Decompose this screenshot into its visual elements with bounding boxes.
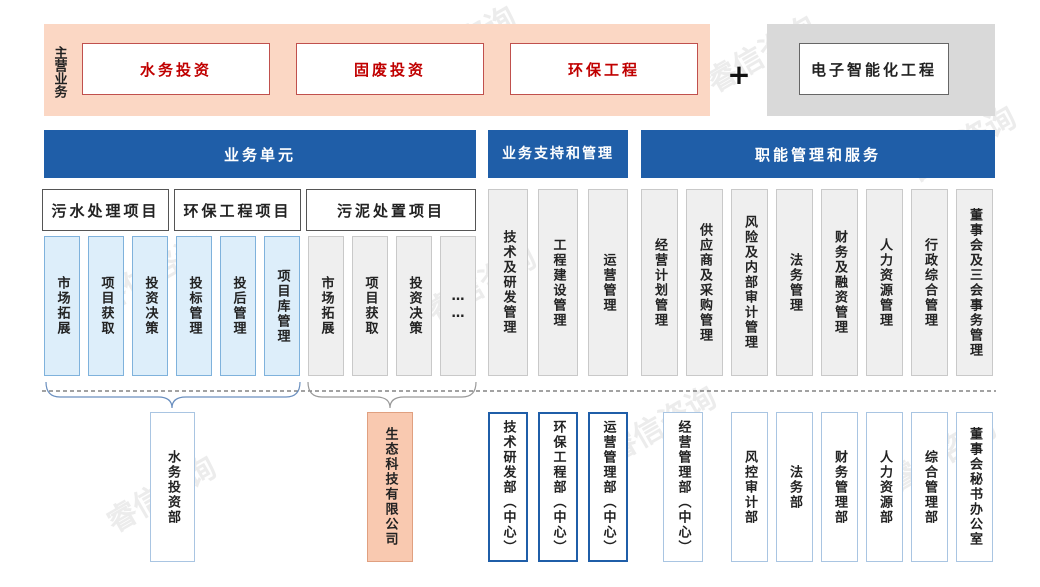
business-env-engineering: 环保工程 (510, 43, 698, 95)
dept-function: 法务部 (776, 412, 813, 562)
dept-eco-tech: 生态科技有限公司 (367, 412, 413, 562)
dept-function: 综合管理部 (911, 412, 948, 562)
function-cell: 董事会及三会事务管理 (956, 189, 993, 376)
dept-water-investment: 水务投资部 (150, 412, 195, 562)
unit-cell: 投标管理 (176, 236, 212, 376)
function-cell: 财务及融资管理 (821, 189, 858, 376)
function-cell: 风险及内部审计管理 (731, 189, 768, 376)
function-cell: 供应商及采购管理 (686, 189, 723, 376)
unit-cell: 项目获取 (352, 236, 388, 376)
project-sewage: 污水处理项目 (42, 189, 169, 231)
unit-cell: 投后管理 (220, 236, 256, 376)
header-function: 职能管理和服务 (641, 130, 995, 178)
project-env: 环保工程项目 (174, 189, 301, 231)
dept-function: 董事会秘书办公室 (956, 412, 993, 562)
dept-function: 财务管理部 (821, 412, 858, 562)
unit-cell-ellipsis: …… (440, 236, 476, 376)
support-cell: 运营管理 (588, 189, 628, 376)
plus-sign: + (727, 58, 751, 91)
dept-function: 经营管理部（中心） (663, 412, 703, 562)
support-cell: 工程建设管理 (538, 189, 578, 376)
function-cell: 法务管理 (776, 189, 813, 376)
unit-cell: 项目库管理 (264, 236, 300, 376)
function-cell: 经营计划管理 (641, 189, 678, 376)
function-cell: 人力资源管理 (866, 189, 903, 376)
project-sludge: 污泥处置项目 (306, 189, 476, 231)
header-support: 业务支持和管理 (488, 130, 628, 178)
unit-cell: 投资决策 (132, 236, 168, 376)
unit-cell: 市场拓展 (44, 236, 80, 376)
unit-cell: 项目获取 (88, 236, 124, 376)
unit-cell: 市场拓展 (308, 236, 344, 376)
business-electronic: 电子智能化工程 (799, 43, 949, 95)
dept-support: 技术研发部（中心） (488, 412, 528, 562)
business-solid-waste: 固废投资 (296, 43, 484, 95)
dept-function: 风控审计部 (731, 412, 768, 562)
dept-support: 运营管理部（中心） (588, 412, 628, 562)
dept-support: 环保工程部（中心） (538, 412, 578, 562)
business-water: 水务投资 (82, 43, 270, 95)
header-business-unit: 业务单元 (44, 130, 476, 178)
main-business-label: 主营业务 (51, 46, 67, 98)
dept-function: 人力资源部 (866, 412, 903, 562)
unit-cell: 投资决策 (396, 236, 432, 376)
support-cell: 技术及研发管理 (488, 189, 528, 376)
function-cell: 行政综合管理 (911, 189, 948, 376)
